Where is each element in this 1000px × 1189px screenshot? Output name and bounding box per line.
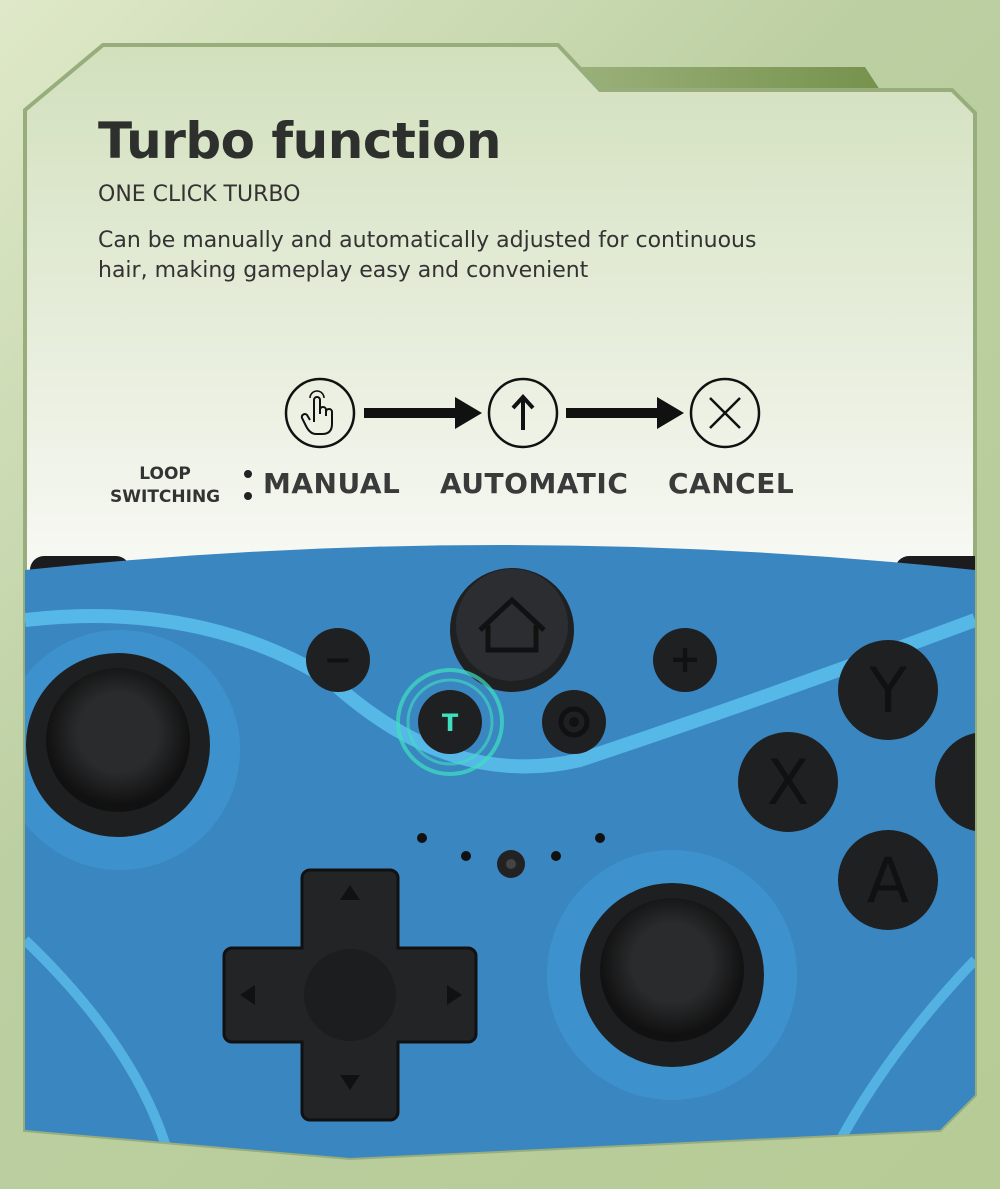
page-title: Turbo function xyxy=(98,112,502,170)
step-manual-label: MANUAL xyxy=(263,467,401,500)
y-button-label: Y xyxy=(868,654,907,727)
subtitle: ONE CLICK TURBO xyxy=(98,182,301,207)
loop-switching-label: LOOP SWITCHING xyxy=(110,463,220,509)
hand-tap-icon xyxy=(284,377,356,449)
loop-label-line1: LOOP xyxy=(139,464,191,484)
turbo-button-label: T xyxy=(442,709,459,737)
panel-tab xyxy=(580,67,880,90)
loop-label-line2: SWITCHING xyxy=(110,487,221,507)
step-automatic-label: AUTOMATIC xyxy=(440,467,629,500)
minus-button-label: − xyxy=(324,640,353,680)
arrow-up-icon xyxy=(487,377,559,449)
x-button-label: X xyxy=(767,746,809,819)
close-icon xyxy=(689,377,761,449)
home-icon xyxy=(478,596,546,653)
plus-button-label: + xyxy=(669,637,701,681)
arrow-right-icon xyxy=(364,397,482,429)
a-button-label: A xyxy=(867,844,909,917)
arrow-right-icon xyxy=(566,397,684,429)
step-cancel-label: CANCEL xyxy=(668,467,795,500)
description: Can be manually and automatically adjust… xyxy=(98,228,757,283)
controller-image xyxy=(25,545,975,1158)
